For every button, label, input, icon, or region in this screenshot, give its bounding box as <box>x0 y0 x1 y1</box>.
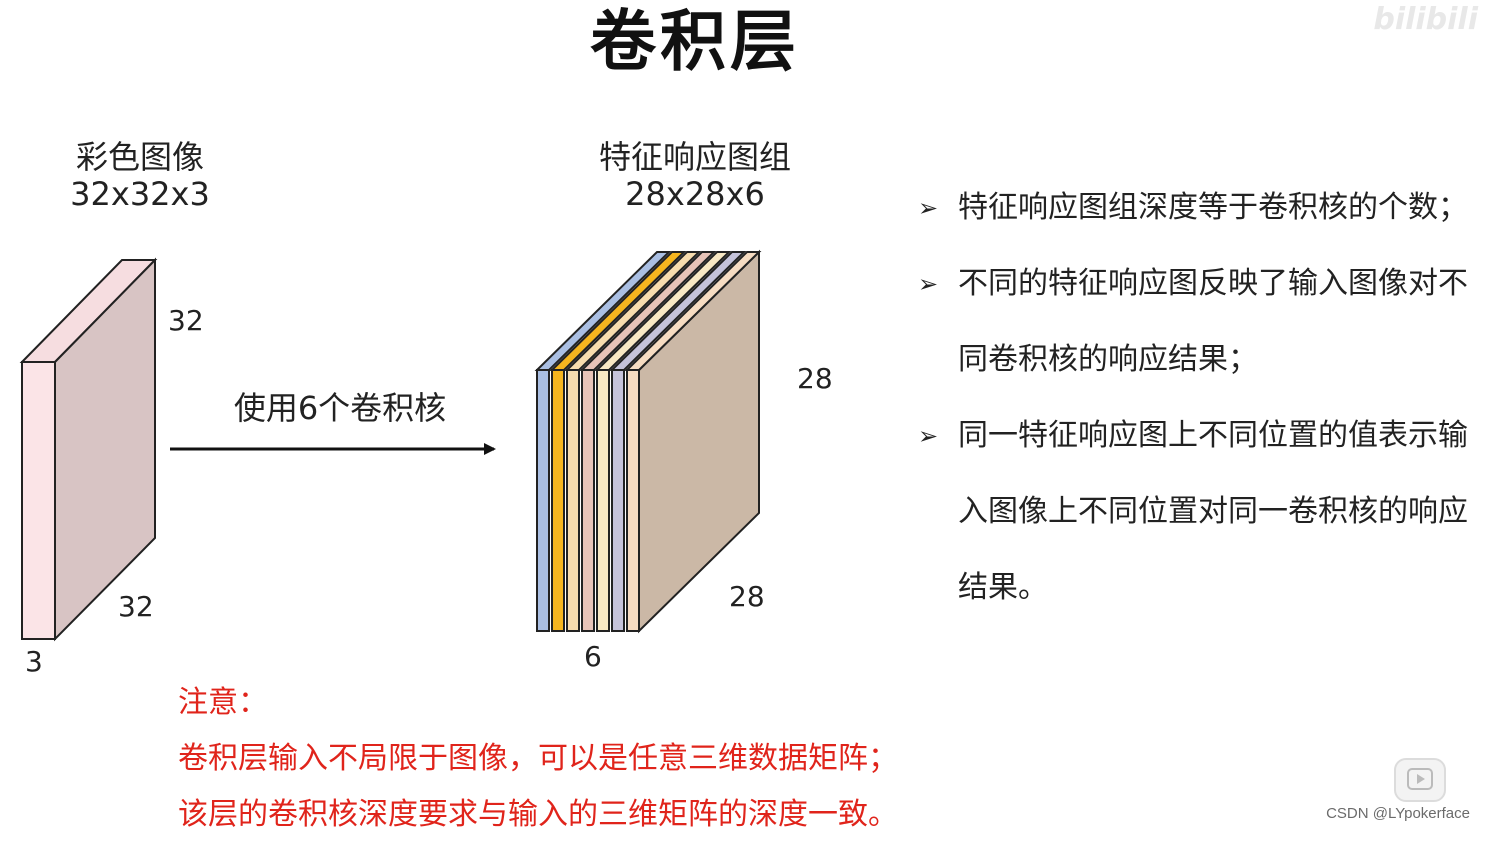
bilibili-watermark: bilibili <box>1373 2 1478 37</box>
feature-map-slice-front <box>551 369 565 632</box>
slide-title: 卷积层 <box>590 3 800 80</box>
feature-map-slice-front <box>596 369 610 632</box>
input-width-label: 32 <box>118 590 154 623</box>
arrowhead-bullet-icon: ➢ <box>918 194 939 222</box>
output-height-label: 28 <box>797 362 833 395</box>
input-volume <box>19 257 158 642</box>
input-dims: 32x32x3 <box>70 175 210 213</box>
feature-map-slice-front <box>581 369 595 632</box>
play-icon <box>1407 768 1433 790</box>
input-label: 彩色图像 <box>75 138 204 176</box>
output-label: 特征响应图组 <box>598 138 791 176</box>
output-volume <box>534 249 762 634</box>
note-block: 注意： 卷积层输入不局限于图像，可以是任意三维数据矩阵； 该层的卷积核深度要求与… <box>178 675 898 843</box>
bullet-item: ➢ 不同的特征响应图反映了输入图像对不同卷积核的响应结果； <box>918 246 1478 398</box>
input-volume-front <box>21 361 56 640</box>
arrowhead-bullet-icon: ➢ <box>918 270 939 298</box>
feature-map-slice-front <box>566 369 580 632</box>
bullet-item: ➢ 特征响应图组深度等于卷积核的个数； <box>918 170 1478 246</box>
note-line: 卷积层输入不局限于图像，可以是任意三维数据矩阵； <box>178 741 898 776</box>
output-width-label: 28 <box>729 580 765 613</box>
output-depth-label: 6 <box>584 640 602 673</box>
csdn-credit: CSDN @LYpokerface <box>1326 805 1470 822</box>
bullet-item: ➢ 同一特征响应图上不同位置的值表示输入图像上不同位置对同一卷积核的响应结果。 <box>918 398 1478 626</box>
input-depth-label: 3 <box>25 645 43 678</box>
input-height-label: 32 <box>168 304 204 337</box>
feature-map-slice-front <box>536 369 550 632</box>
arrowhead-bullet-icon: ➢ <box>918 422 939 450</box>
output-dims: 28x28x6 <box>625 175 765 213</box>
arrow-label: 使用6个卷积核 <box>233 389 447 427</box>
feature-map-slice-front <box>611 369 625 632</box>
feature-map-slice-front <box>626 369 640 632</box>
play-button[interactable] <box>1394 758 1446 802</box>
note-heading: 注意： <box>178 685 268 720</box>
bullet-list: ➢ 特征响应图组深度等于卷积核的个数； ➢ 不同的特征响应图反映了输入图像对不同… <box>918 170 1478 626</box>
note-line: 该层的卷积核深度要求与输入的三维矩阵的深度一致。 <box>178 797 898 832</box>
